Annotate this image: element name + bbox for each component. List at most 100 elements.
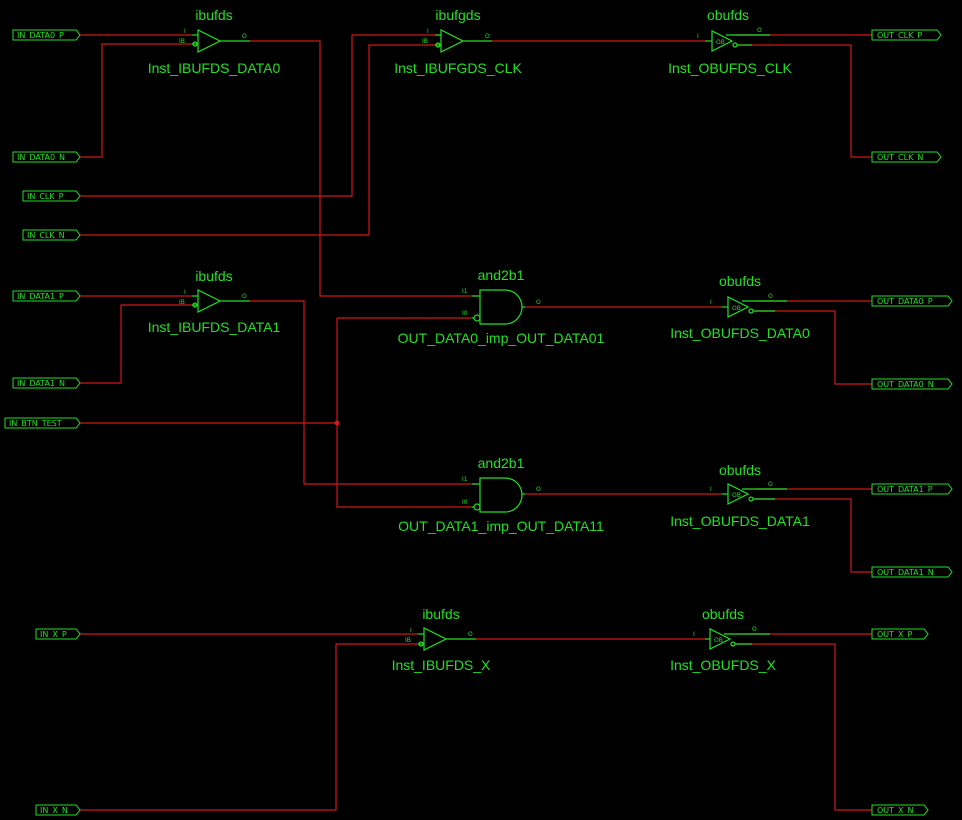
port-label: IN_CLK_N — [27, 231, 65, 240]
cell-instance-label: Inst_OBUFDS_X — [670, 657, 776, 673]
port-label: OUT_CLK_N — [877, 153, 923, 162]
cell-instance-label: OUT_DATA1_imp_OUT_DATA11 — [398, 518, 604, 534]
port-label: IN_DATA1_N — [17, 379, 65, 388]
cell-instance-label: Inst_IBUFDS_X — [392, 657, 491, 673]
pin-label: I1 — [462, 476, 468, 483]
port-in-x-p[interactable]: IN_X_P — [35, 628, 81, 640]
port-in-data1-n[interactable]: IN_DATA1_N — [12, 377, 81, 389]
pin-label: OB — [716, 39, 725, 46]
cell-and2b1-data0[interactable]: and2b1 I1 I0 O OUT_DATA0_imp_OUT_DATA01 — [398, 267, 605, 346]
port-in-btn-test[interactable]: IN_BTN_TEST — [4, 417, 81, 429]
port-in-clk-n[interactable]: IN_CLK_N — [22, 229, 81, 241]
pin-label: I1 — [462, 288, 468, 295]
and-gate-icon — [479, 477, 523, 513]
pin-label: I — [184, 289, 186, 296]
output-ports: OUT_CLK_P OUT_CLK_N OUT_DATA0_P OUT_DATA… — [871, 29, 953, 816]
wire-in-clk-n — [80, 44, 440, 236]
cell-instance-label: Inst_IBUFGDS_CLK — [394, 60, 522, 76]
cell-type-label: ibufds — [195, 268, 232, 284]
cell-type-label: ibufgds — [435, 7, 480, 23]
cell-obufds-data0[interactable]: obufds I OB O Inst_OBUFDS_DATA0 — [670, 273, 810, 341]
port-out-x-n[interactable]: OUT_X_N — [871, 804, 929, 816]
port-in-data1-p[interactable]: IN_DATA1_P — [12, 290, 81, 302]
buffer-triangle-icon — [727, 296, 750, 318]
pin-label: I — [410, 627, 412, 634]
pin-label: I — [184, 28, 186, 35]
pin-label: O — [768, 481, 773, 488]
buffer-triangle-icon — [440, 29, 465, 53]
port-label: IN_BTN_TEST — [9, 419, 62, 428]
cell-ibufds-data0[interactable]: ibufds I IB O Inst_IBUFDS_DATA0 — [148, 7, 281, 76]
wire-in-x-n — [80, 643, 418, 811]
port-label: OUT_DATA1_P — [877, 485, 933, 494]
port-label: IN_X_N — [40, 806, 68, 815]
port-in-clk-p[interactable]: IN_CLK_P — [22, 190, 81, 202]
wire-data1-buffered — [250, 300, 478, 485]
port-out-clk-p[interactable]: OUT_CLK_P — [871, 29, 942, 41]
cell-and2b1-data1[interactable]: and2b1 I1 I0 O OUT_DATA1_imp_OUT_DATA11 — [398, 455, 604, 534]
cell-instance-label: Inst_OBUFDS_CLK — [668, 60, 792, 76]
and-gate-icon — [479, 289, 523, 325]
pin-label: IB — [422, 38, 428, 45]
cell-type-label: obufds — [707, 7, 749, 23]
port-out-data0-n[interactable]: OUT_DATA0_N — [871, 378, 953, 390]
port-out-x-p[interactable]: OUT_X_P — [871, 628, 929, 640]
port-out-clk-n[interactable]: OUT_CLK_N — [871, 151, 942, 163]
port-label: OUT_DATA1_N — [877, 568, 934, 577]
port-label: IN_X_P — [40, 630, 67, 639]
cell-type-label: ibufds — [422, 606, 459, 622]
port-label: IN_DATA0_P — [17, 31, 64, 40]
port-in-x-n[interactable]: IN_X_N — [35, 804, 81, 816]
wire-in-clk-p — [80, 34, 440, 197]
input-ports: IN_DATA0_P IN_DATA0_N IN_CLK_P IN_CLK_N … — [4, 29, 81, 816]
pin-label: IB — [405, 637, 411, 644]
pin-label: O — [468, 631, 473, 638]
wire-btn-test-branch — [336, 318, 472, 508]
pin-label: IB — [179, 299, 185, 306]
cell-ibufds-data1[interactable]: ibufds I IB O Inst_IBUFDS_DATA1 — [148, 268, 281, 335]
port-label: OUT_DATA0_N — [877, 380, 934, 389]
wires — [80, 34, 872, 811]
cell-instance-label: Inst_IBUFDS_DATA0 — [148, 60, 281, 76]
cell-ibufds-x[interactable]: ibufds I IB O Inst_IBUFDS_X — [392, 606, 491, 673]
port-in-data0-p[interactable]: IN_DATA0_P — [12, 29, 81, 41]
pin-label: O — [536, 486, 541, 493]
port-label: IN_DATA0_N — [17, 153, 65, 162]
pin-label: O — [768, 293, 773, 300]
cell-type-label: and2b1 — [478, 267, 525, 283]
cell-instance-label: Inst_OBUFDS_DATA1 — [670, 513, 810, 529]
pin-label: O — [752, 626, 757, 633]
wire-in-data1-n — [80, 304, 192, 384]
port-label: OUT_DATA0_P — [877, 297, 933, 306]
pin-label: I — [710, 486, 712, 493]
port-label: OUT_X_N — [877, 806, 914, 815]
buffer-triangle-icon — [423, 627, 448, 651]
pin-label: O — [242, 33, 247, 40]
cell-obufds-clk[interactable]: obufds I OB O Inst_OBUFDS_CLK — [668, 7, 792, 76]
cell-obufds-x[interactable]: obufds I OB O Inst_OBUFDS_X — [670, 606, 776, 673]
cell-type-label: and2b1 — [478, 455, 525, 471]
buffer-triangle-icon — [197, 289, 222, 313]
cell-type-label: obufds — [719, 462, 761, 478]
pin-label: IB — [179, 38, 185, 45]
port-out-data1-p[interactable]: OUT_DATA1_P — [871, 483, 953, 495]
pin-label: OB — [714, 637, 723, 644]
wire-data0-buffered — [250, 40, 478, 297]
wire-out-data1-n — [755, 498, 872, 573]
pin-label: O — [485, 33, 490, 40]
pin-label: O — [536, 299, 541, 306]
cell-obufds-data1[interactable]: obufds I OB O Inst_OBUFDS_DATA1 — [670, 462, 810, 529]
port-out-data1-n[interactable]: OUT_DATA1_N — [871, 566, 953, 578]
buffer-triangle-icon — [709, 628, 732, 650]
port-out-data0-p[interactable]: OUT_DATA0_P — [871, 295, 953, 307]
wire-out-clk-n — [737, 44, 872, 158]
pin-label: O — [757, 27, 762, 34]
cell-instance-label: Inst_OBUFDS_DATA0 — [670, 325, 810, 341]
pin-label: I — [697, 33, 699, 40]
cell-ibufgds-clk[interactable]: ibufgds I IB O Inst_IBUFGDS_CLK — [394, 7, 522, 76]
cell-instance-label: Inst_IBUFDS_DATA1 — [148, 319, 281, 335]
port-in-data0-n[interactable]: IN_DATA0_N — [12, 151, 81, 163]
wire-out-data0-n — [755, 310, 872, 385]
cell-type-label: ibufds — [195, 7, 232, 23]
